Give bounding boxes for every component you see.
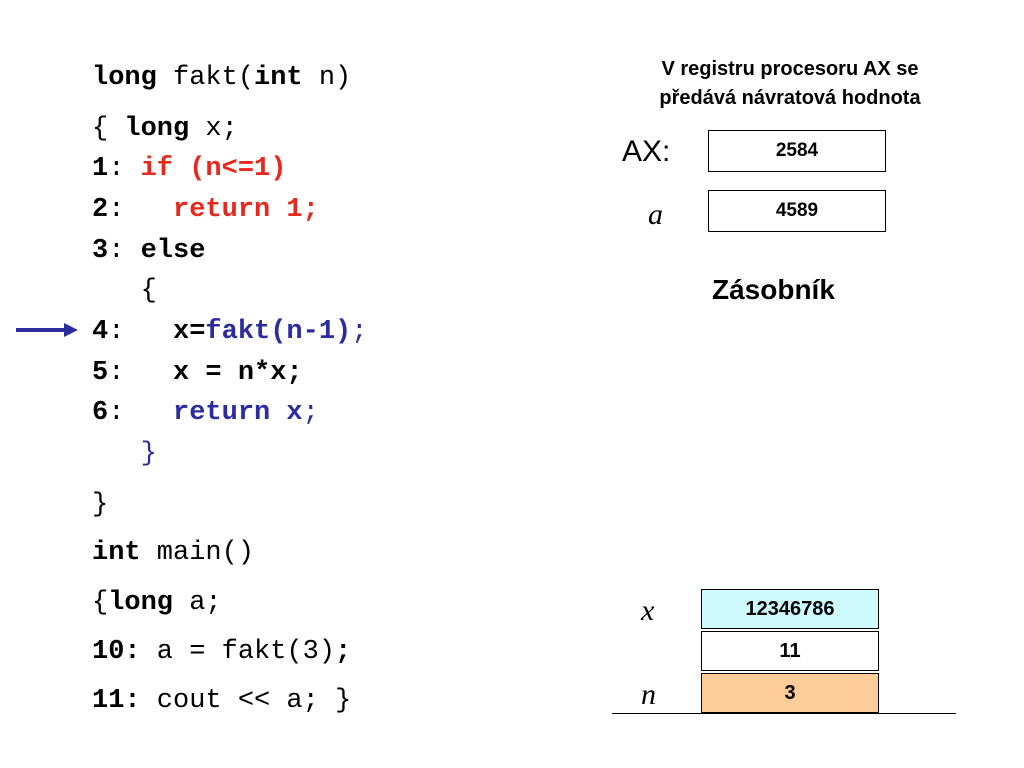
stack-title: Zásobník [712, 274, 835, 305]
code-line-1: long fakt(int n) [92, 63, 352, 93]
register-title: V registru procesoru AX se předává návra… [659, 58, 921, 109]
code-line-12: int main() [92, 538, 255, 568]
stack-cell-n: 3 [701, 673, 879, 713]
code-line-8: 5: x = n*x; [92, 358, 303, 388]
code-line-2: { long x; [92, 114, 238, 144]
code-line-14: 10: a = fakt(3); [92, 637, 352, 667]
code-line-13: {long a; [92, 588, 222, 618]
code-line-9: 6: return x; [92, 398, 319, 428]
variable-a-label: a [648, 198, 663, 231]
stack-cell-return-address: 11 [701, 631, 879, 671]
code-line-6: { [92, 276, 157, 306]
current-line-arrow-icon [16, 323, 78, 337]
stack-cell-x: 12346786 [701, 589, 879, 629]
ax-register-box: 2584 [708, 130, 886, 172]
code-line-3: 1: if (n<=1) [92, 154, 287, 184]
code-line-7: 4: x=fakt(n-1); [92, 317, 368, 347]
code-line-5: 3: else [92, 236, 206, 266]
variable-a-box: 4589 [708, 190, 886, 232]
stack-n-label: n [641, 678, 656, 711]
ax-label: AX: [622, 135, 671, 168]
code-line-11: } [92, 490, 109, 520]
stack-x-label: x [641, 594, 655, 627]
code-line-15: 11: cout << a; } [92, 686, 352, 716]
stack-base-line [612, 713, 956, 714]
code-line-4: 2: return 1; [92, 195, 319, 225]
code-line-10: } [92, 439, 157, 469]
